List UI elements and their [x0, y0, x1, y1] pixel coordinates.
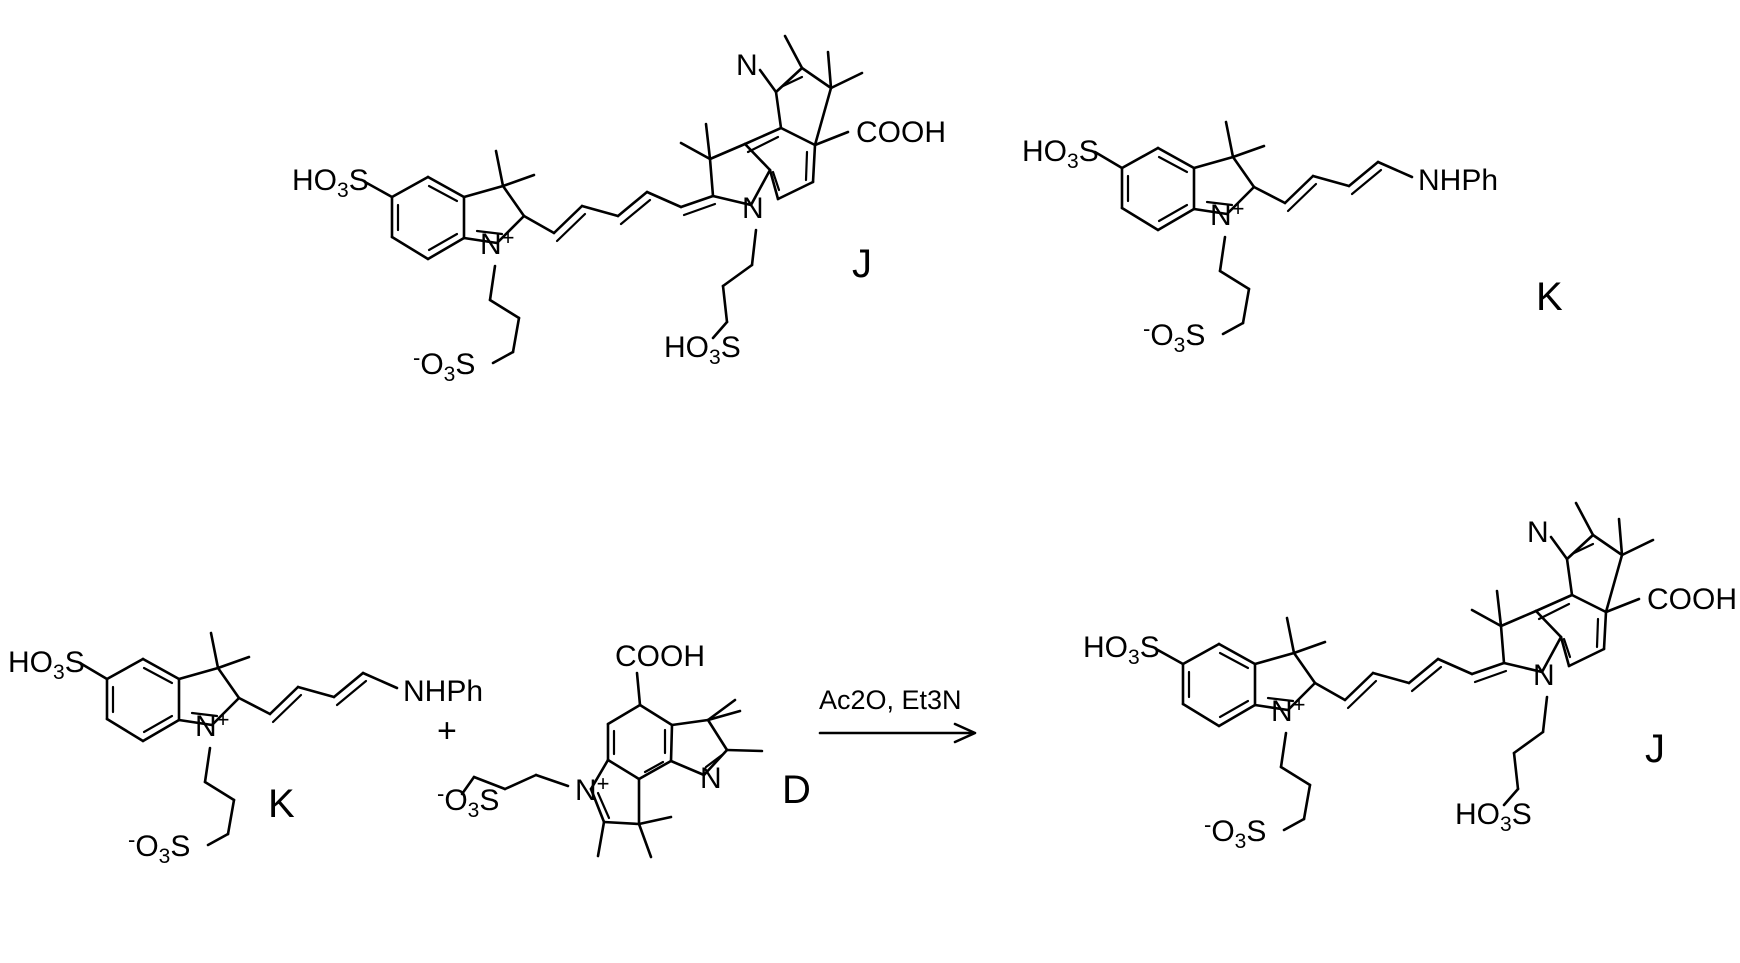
sulfo-label-top-left-J-right: HO3S: [664, 331, 741, 369]
cooh-label-top-left-J: COOH: [856, 116, 946, 149]
sulfonate-label-top-right-K: -O3S: [1143, 316, 1205, 357]
n-plus-label-bottom-left-K: N+: [195, 707, 230, 743]
n-label-top-left-J-upper: N: [736, 49, 758, 82]
compound-label-D-bottom: D: [782, 768, 811, 812]
n-plus-label-top-left-J: N+: [480, 225, 515, 261]
structure-top-left-J: HO3S N+: [292, 34, 946, 386]
sulfonate-label-bottom-left-K: -O3S: [128, 827, 190, 868]
n-plus-label-bottom-mid-D: N+: [575, 771, 610, 807]
compound-label-J-bottom: J: [1645, 727, 1665, 771]
structure-top-right-K: HO3S N+ NHPh -O3S: [1022, 120, 1563, 357]
compound-label-K-bottom: K: [268, 782, 295, 826]
n-label-bottom-mid-D-upper: N: [700, 762, 722, 795]
structure-bottom-left-K: HO3S N+ NHPh -O3S K: [8, 631, 483, 868]
compound-label-K-top: K: [1536, 275, 1563, 319]
n-plus-label-top-right-K: N+: [1210, 196, 1245, 232]
sulfonate-label-bottom-mid-D: -O3S: [437, 781, 499, 822]
sulfo-label-bottom-left-K: HO3S: [8, 646, 85, 684]
cooh-label-bottom-right-J: COOH: [1647, 583, 1737, 616]
n-label-bottom-right-J-upper: N: [1527, 516, 1549, 549]
sulfonate-label-bottom-right-J: -O3S: [1204, 812, 1266, 853]
structure-bottom-mid-D: COOH N N+: [437, 640, 811, 859]
sulfo-label-top-right-K: HO3S: [1022, 135, 1099, 173]
sulfo-label-top-left-J: HO3S: [292, 164, 369, 202]
n-label-top-left-J-lower: N: [742, 192, 764, 225]
plus-sign: +: [437, 712, 457, 750]
reaction-arrow-group: Ac2O, Et3N: [818, 685, 977, 744]
sulfonate-label-top-left-J: -O3S: [413, 345, 475, 386]
n-plus-label-bottom-right-J: N+: [1271, 692, 1306, 728]
nhph-label-bottom-left-K: NHPh: [403, 675, 483, 708]
structure-bottom-right-J: HO3S N+ N: [1083, 501, 1737, 853]
cooh-label-bottom-mid-D: COOH: [615, 640, 705, 673]
compound-label-J-top: J: [852, 242, 872, 286]
sulfo-label-bottom-right-J: HO3S: [1083, 631, 1160, 669]
sulfo-label-bottom-right-J-right: HO3S: [1455, 798, 1532, 836]
reaction-conditions-label: Ac2O, Et3N: [819, 685, 962, 715]
nhph-label-top-right-K: NHPh: [1418, 164, 1498, 197]
n-label-bottom-right-J-lower: N: [1533, 659, 1555, 692]
